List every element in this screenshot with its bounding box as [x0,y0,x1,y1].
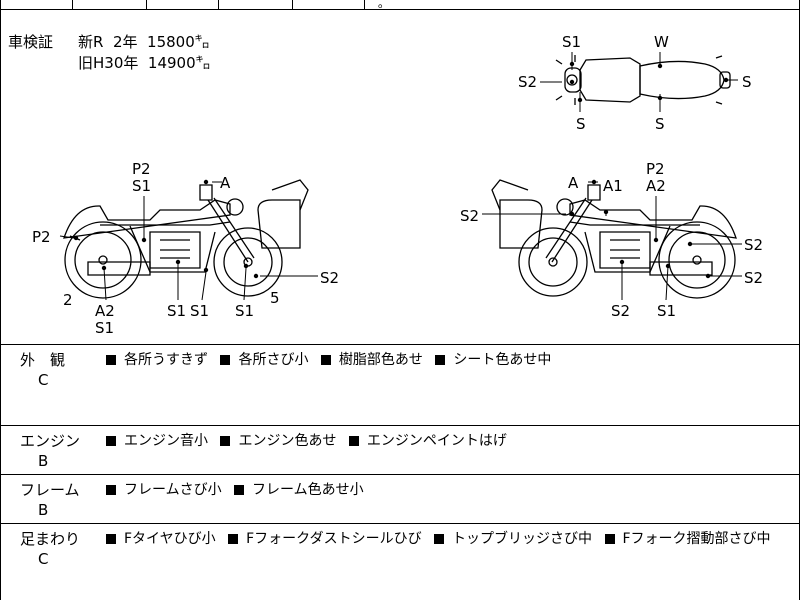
left-view-labels: P2 S1 A P2 S2 2 5 A2 S1 S1 S1 S1 [32,160,339,337]
bullet-square-icon [106,534,116,544]
section-divider [0,474,800,475]
condition-grade: C [38,550,49,568]
label-right-s2-left: S2 [460,207,479,225]
right-view-labels: A A1 P2 A2 S2 S2 S2 S2 S1 [460,160,763,320]
motorcycle-left-view [63,179,309,299]
inspection-label: 車検証 [8,33,54,51]
bullet-square-icon [348,436,359,446]
condition-item: 各所うすきず [124,352,208,368]
label-left-s1-top: S1 [132,177,151,195]
table-cell-divider [72,0,73,9]
label-left-s1-b: S1 [167,302,186,320]
bullet-square-icon [320,355,331,365]
condition-category: エンジン [20,432,81,450]
motorcycle-right-view [491,179,737,299]
inspection-line-old: 旧H30年 14900㌔ [78,54,211,72]
label-left-num5: 5 [270,289,280,307]
label-right-a1: A1 [603,177,623,195]
condition-item: 各所さび小 [238,352,309,368]
label-right-s2-2: S2 [744,269,763,287]
label-right-a: A [568,174,579,192]
condition-item: Fフォーク摺動部さび中 [622,531,771,547]
bullet-square-icon [106,355,116,365]
label-top-s-bottom-left: S [576,115,586,133]
bullet-square-icon [106,485,116,495]
condition-category: 外 観 [20,351,66,369]
label-top-s-bottom-right: S [655,115,665,133]
bullet-square-icon [435,355,446,365]
condition-row-exterior: 外 観 C 各所うすきず 各所さび小 樹脂部色あせ シート色あせ中 [0,345,800,425]
bullet-square-icon [434,534,445,544]
label-right-s2-bottom: S2 [611,302,630,320]
condition-item: フレームさび小 [124,482,222,498]
condition-row-suspension: 足まわり C Fタイヤひび小 Fフォークダストシールひび トップブリッジさび中 … [0,524,800,600]
section-divider [0,344,800,345]
label-right-p2: P2 [646,160,665,178]
section-divider [0,425,800,426]
condition-grade: C [38,371,49,389]
label-top-s1: S1 [562,33,581,51]
damage-markers [73,61,729,279]
label-top-s2: S2 [518,73,537,91]
header-fragment-text: ｡ﾞ ﾞ ﾞ [378,0,408,10]
section-divider [0,523,800,524]
table-cell-divider [292,0,293,9]
label-right-s2-1: S2 [744,236,763,254]
condition-row-engine: エンジン B エンジン音小 エンジン色あせ エンジンペイントはげ [0,426,800,474]
condition-items: エンジン音小 エンジン色あせ エンジンペイントはげ [106,430,515,450]
motorcycle-damage-diagram: S1 W S2 S S S P2 S1 A P2 S2 2 5 A2 S1 S1… [32,33,763,337]
condition-items: フレームさび小 フレーム色あせ小 [106,479,372,499]
label-right-a2: A2 [646,177,666,195]
condition-grade: B [38,501,49,519]
label-left-a: A [220,174,231,192]
bullet-square-icon [220,436,231,446]
condition-item: Fタイヤひび小 [124,531,216,547]
condition-item: エンジンペイントはげ [366,433,507,449]
condition-item: フレーム色あせ小 [252,482,364,498]
label-left-p2-top: P2 [132,160,151,178]
label-left-s2: S2 [320,269,339,287]
motorcycle-top-view [555,55,731,105]
label-left-s1-a: S1 [95,319,114,337]
label-right-s1-bottom: S1 [657,302,676,320]
condition-category: 足まわり [20,530,81,548]
top-view-labels: S1 W S2 S S S [518,33,752,133]
label-left-s1-c: S1 [190,302,209,320]
table-cell-divider [146,0,147,9]
inspection-mileage: 車検証 新R 2年 15800㌔ 旧H30年 14900㌔ [8,32,211,116]
label-left-a2: A2 [95,302,115,320]
condition-item: シート色あせ中 [453,352,552,368]
bullet-square-icon [234,485,245,495]
label-left-num2: 2 [63,291,73,309]
bullet-square-icon [106,436,116,446]
condition-items: 各所うすきず 各所さび小 樹脂部色あせ シート色あせ中 [106,349,559,369]
top-table-strip: ｡ﾞ ﾞ ﾞ [0,0,800,10]
condition-grade: B [38,452,49,470]
condition-items: Fタイヤひび小 Fフォークダストシールひび トップブリッジさび中 Fフォーク摺動… [106,528,779,548]
bullet-square-icon [228,534,239,544]
condition-category: フレーム [20,481,80,499]
bullet-square-icon [604,534,615,544]
table-cell-divider [218,0,219,9]
table-cell-divider [364,0,365,9]
condition-item: Fフォークダストシールひび [246,531,422,547]
label-left-s1-d: S1 [235,302,254,320]
label-left-p2: P2 [32,228,51,246]
label-top-w: W [654,33,669,51]
condition-item: エンジン色あせ [238,433,337,449]
condition-item: トップブリッジさび中 [452,531,593,547]
label-top-s-right: S [742,73,752,91]
bullet-square-icon [220,355,231,365]
condition-item: 樹脂部色あせ [338,352,423,368]
condition-row-frame: フレーム B フレームさび小 フレーム色あせ小 [0,475,800,523]
condition-item: エンジン音小 [124,433,208,449]
inspection-line-new: 新R 2年 15800㌔ [78,33,210,51]
